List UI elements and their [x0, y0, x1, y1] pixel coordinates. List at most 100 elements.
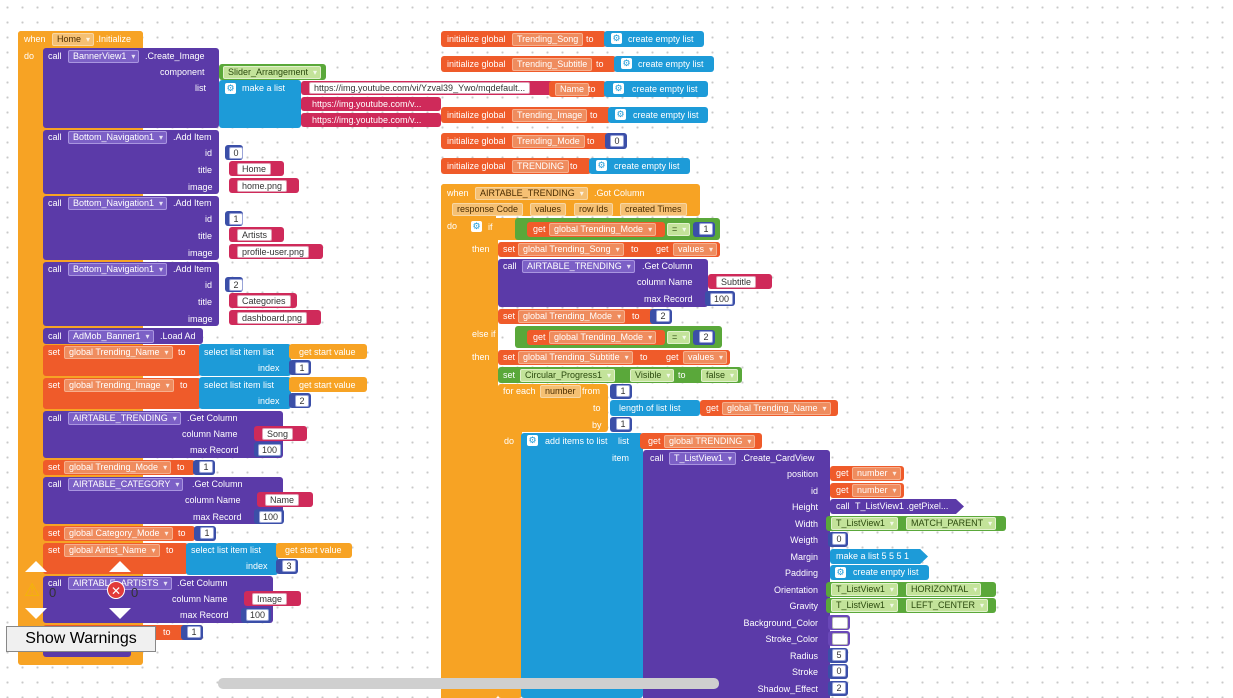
global-name-field[interactable]: Name	[555, 83, 590, 96]
property-value-dropdown[interactable]: LEFT_CENTER	[906, 599, 989, 612]
listview-dropdown[interactable]: T_ListView1	[831, 599, 898, 612]
compare-number-value[interactable]: 1	[699, 223, 713, 235]
param-row-ids[interactable]: row Ids	[574, 203, 614, 216]
number-value[interactable]: 0	[832, 533, 846, 545]
gear-icon[interactable]: ⚙	[613, 83, 624, 94]
gear-icon[interactable]: ⚙	[471, 221, 482, 232]
false-dropdown[interactable]: false	[701, 369, 739, 382]
column-name-value[interactable]: Song	[262, 428, 294, 440]
column-name-value[interactable]: Subtitle	[716, 276, 757, 288]
global-trending-mode-dropdown[interactable]: global Trending_Mode	[64, 461, 172, 474]
property-value-dropdown[interactable]: MATCH_PARENT	[906, 517, 997, 530]
airtable-trending-dropdown[interactable]: AIRTABLE_TRENDING	[522, 260, 635, 273]
nav-component-dropdown[interactable]: Bottom_Navigation1	[68, 263, 168, 276]
select-list-item-block[interactable]	[186, 543, 278, 575]
slider-arrangement-dropdown[interactable]: Slider_Arrangement	[223, 66, 322, 79]
make-a-list-inline-block[interactable]	[830, 549, 928, 564]
get-start-value-block[interactable]	[289, 344, 367, 359]
select-list-item-block[interactable]	[199, 377, 291, 409]
mode-value[interactable]: 1	[200, 527, 214, 539]
airtable-trending-event-dropdown[interactable]: AIRTABLE_TRENDING	[475, 187, 588, 200]
mode-value[interactable]: 2	[656, 310, 670, 322]
length-of-list-block[interactable]	[610, 400, 700, 416]
global-trending-name-dropdown[interactable]: global Trending_Name	[722, 402, 831, 415]
nav-component-dropdown[interactable]: Bottom_Navigation1	[68, 197, 168, 210]
add-items-to-list-block[interactable]	[521, 433, 643, 698]
values-dropdown[interactable]: values	[683, 351, 728, 364]
mode-value[interactable]: 1	[187, 626, 201, 638]
id-value[interactable]: 1	[229, 213, 243, 225]
global-name-field[interactable]: Trending_Song	[512, 33, 584, 46]
max-record-value[interactable]: 100	[258, 444, 282, 456]
title-value[interactable]: Artists	[237, 229, 273, 241]
listview-dropdown[interactable]: T_ListView1	[831, 517, 898, 530]
show-warnings-button[interactable]: Show Warnings	[6, 626, 156, 652]
error-down-arrow-icon[interactable]	[109, 608, 131, 619]
visible-dropdown[interactable]: Visible	[630, 369, 675, 382]
title-value[interactable]: Home	[237, 163, 272, 175]
values-dropdown[interactable]: values	[673, 243, 718, 256]
listview-dropdown[interactable]: T_ListView1	[831, 583, 898, 596]
by-value[interactable]: 1	[616, 418, 630, 430]
color-swatch[interactable]	[832, 617, 848, 629]
gear-icon[interactable]: ⚙	[611, 33, 622, 44]
number-value[interactable]: 0	[832, 665, 846, 677]
gear-icon[interactable]: ⚙	[615, 109, 626, 120]
gear-icon[interactable]: ⚙	[621, 58, 632, 69]
param-created-times[interactable]: created Times	[620, 203, 687, 216]
create-cardview-block[interactable]	[643, 450, 830, 698]
max-record-value[interactable]: 100	[259, 511, 283, 523]
select-list-item-block[interactable]	[199, 344, 291, 376]
id-value[interactable]: 0	[229, 147, 243, 159]
compare-number-value[interactable]: 2	[699, 331, 713, 343]
index-value[interactable]: 2	[295, 395, 309, 407]
column-name-value[interactable]: Name	[265, 494, 300, 506]
equals-dropdown[interactable]: =	[667, 223, 691, 236]
image-value[interactable]: profile-user.png	[237, 246, 310, 258]
color-swatch[interactable]	[832, 633, 848, 645]
title-value[interactable]: Categories	[237, 295, 291, 307]
url-text-block-3[interactable]	[301, 113, 441, 127]
airtable-category-dropdown[interactable]: AIRTABLE_CATEGORY	[68, 478, 184, 491]
url-text-1[interactable]: https://img.youtube.com/vi/Yzval39_Ywo/m…	[309, 82, 531, 94]
banner-component-dropdown[interactable]: BannerView1	[68, 50, 140, 63]
gear-icon[interactable]: ⚙	[835, 567, 846, 578]
max-record-value[interactable]: 100	[246, 609, 270, 621]
create-empty-list-block[interactable]	[614, 56, 714, 72]
global-trending-song-dropdown[interactable]: global Trending_Song	[518, 243, 624, 256]
global-category-mode-dropdown[interactable]: global Category_Mode	[64, 527, 173, 540]
error-up-arrow-icon[interactable]	[109, 561, 131, 572]
admob-component-dropdown[interactable]: AdMob_Banner1	[68, 330, 154, 343]
number-dropdown[interactable]: number	[852, 467, 901, 480]
global-trending-mode-dropdown[interactable]: global Trending_Mode	[549, 223, 657, 236]
create-empty-list-block[interactable]	[604, 31, 704, 47]
create-empty-list-block[interactable]	[589, 158, 690, 174]
global-name-field[interactable]: Trending_Image	[512, 109, 588, 122]
gear-icon[interactable]: ⚙	[596, 160, 607, 171]
global-name-field[interactable]: Trending_Subtitle	[512, 58, 593, 71]
listview-component-dropdown[interactable]: T_ListView1	[669, 452, 736, 465]
mode-value[interactable]: 1	[199, 461, 213, 473]
global-trending-mode-dropdown[interactable]: global Trending_Mode	[518, 310, 626, 323]
horizontal-scrollbar[interactable]	[218, 678, 719, 689]
airtable-trending-dropdown[interactable]: AIRTABLE_TRENDING	[68, 412, 181, 425]
column-name-value[interactable]: Image	[252, 593, 288, 605]
for-each-block[interactable]	[498, 384, 522, 698]
circular-progress-dropdown[interactable]: Circular_Progress1	[520, 369, 616, 382]
create-empty-list-block[interactable]	[830, 565, 929, 580]
nav-component-dropdown[interactable]: Bottom_Navigation1	[68, 131, 168, 144]
create-empty-list-block[interactable]	[608, 107, 708, 123]
from-value[interactable]: 1	[616, 385, 630, 397]
gear-icon[interactable]: ⚙	[225, 83, 236, 94]
global-airtist-name-dropdown[interactable]: global Airtist_Name	[64, 544, 160, 557]
global-name-field[interactable]: Trending_Mode	[512, 135, 585, 148]
warning-up-arrow-icon[interactable]	[25, 561, 47, 572]
image-value[interactable]: dashboard.png	[237, 312, 308, 324]
global-trending-dropdown[interactable]: global TRENDING	[664, 435, 756, 448]
get-pixel-call-block[interactable]	[830, 499, 964, 514]
param-response-code[interactable]: response Code	[452, 203, 524, 216]
global-trending-image-dropdown[interactable]: global Trending_Image	[64, 379, 174, 392]
global-trending-mode-dropdown[interactable]: global Trending_Mode	[549, 331, 657, 344]
url-text-block-2[interactable]	[301, 97, 441, 111]
param-values[interactable]: values	[530, 203, 567, 216]
